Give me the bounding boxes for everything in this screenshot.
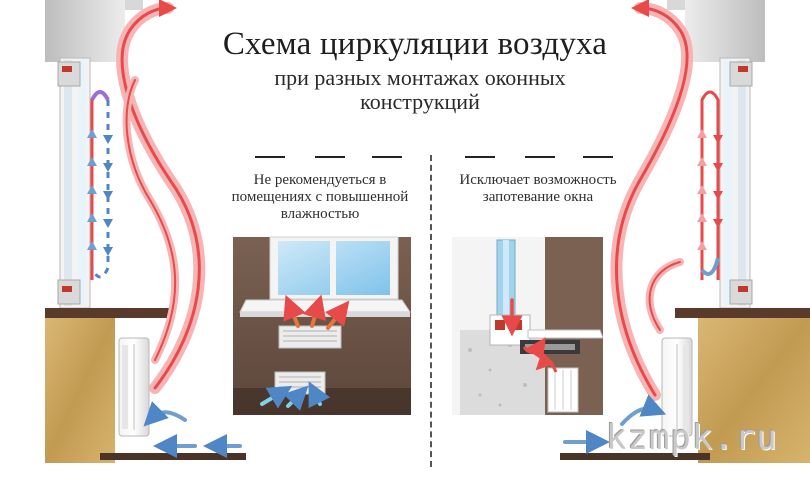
right-dash-1 (465, 156, 495, 158)
left-window-air-loop (87, 90, 113, 280)
right-photo-window-section (452, 237, 604, 415)
left-warm-air-streams (116, 0, 206, 394)
right-caption-line-1: Исключает возможность (459, 172, 617, 188)
diagram-title: Схема циркуляции воздуха (222, 26, 608, 62)
left-caption-line-2: помещениях с повышенной (231, 189, 409, 205)
right-caption: Исключает возможность запотевание окна (438, 172, 638, 206)
watermark: kzmpk.ru (606, 418, 778, 458)
left-dash-1 (255, 156, 285, 158)
right-caption-line-2: запотевание окна (482, 189, 594, 205)
right-warm-air-streams (610, 0, 694, 401)
subtitle-line-1: при разных монтажах оконных (274, 65, 566, 90)
left-dash-2 (315, 156, 345, 158)
left-cool-air-arrows (143, 401, 242, 458)
diagram-subtitle: при разных монтажах оконных конструкций (210, 66, 630, 114)
left-dash-3 (372, 156, 402, 158)
right-dash-2 (525, 156, 555, 158)
right-dash-3 (583, 156, 613, 158)
right-window-air-loop (697, 90, 723, 280)
subtitle-line-2: конструкций (360, 89, 480, 114)
right-wall-section (560, 0, 810, 463)
left-photo-brick-wall (233, 236, 411, 415)
left-caption-line-3: влажностью (280, 206, 360, 222)
right-cool-air-arrows (563, 394, 667, 454)
left-caption: Не рекомендуеться в помещениях с повышен… (215, 172, 425, 223)
center-divider (430, 155, 432, 467)
left-caption-line-1: Не рекомендуеться в (253, 172, 387, 188)
